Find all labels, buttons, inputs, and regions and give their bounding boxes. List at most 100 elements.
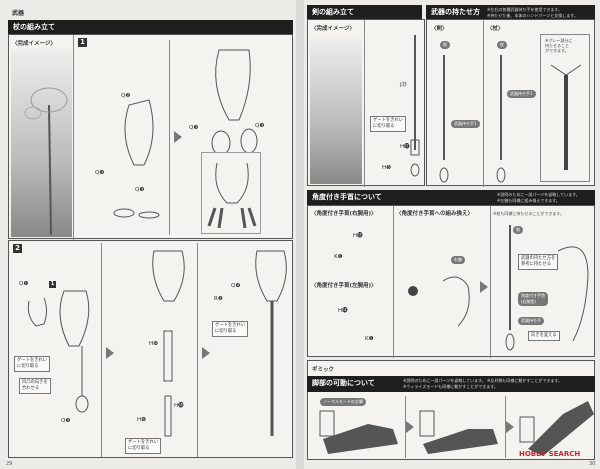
- grey-area-inset: ※グレー部分に 持たせること ができます。: [540, 34, 590, 182]
- wrist-note: ※説明のために一部パーツを省略しています。: [497, 192, 580, 197]
- swap-note: ※杖も同様に持たせることができます。: [493, 211, 564, 216]
- arrow-icon: [106, 347, 114, 359]
- divider: [483, 20, 484, 187]
- step2b-illustration: [152, 250, 185, 437]
- part-label: R❷: [214, 296, 223, 302]
- right-wrist-label: 〈角度付き手首(右腕用)〉: [311, 211, 377, 217]
- leg-movement-title: 脚部の可動について: [307, 376, 595, 392]
- left-wrist-label: 〈角度付き手首(左腕用)〉: [311, 283, 377, 289]
- wrist-title: 角度付き手首について: [307, 190, 595, 206]
- part-label: Q❶: [19, 281, 29, 287]
- divider: [169, 40, 170, 235]
- sword-hold-illustration: [439, 55, 449, 183]
- left-page: 武器 杖の組み立て 〈完成イメージ〉 1 Q❷ Q❸ Q❸ Q❸ Q❸ 2 1 …: [0, 0, 296, 469]
- page-number: 29: [6, 461, 13, 467]
- hand-pill: 武器持ち手1: [451, 120, 480, 128]
- arm-illustration: [408, 276, 470, 327]
- part-label: Q❸: [95, 170, 105, 176]
- gimmick-note: ※説明のために一部パーツを省略しています。 ※反対側も同様に動かすことができます…: [403, 378, 562, 383]
- holding-title: 武器の持たせ方: [426, 5, 595, 20]
- part-label: H❺: [382, 165, 392, 171]
- part-label: Q❸: [189, 125, 199, 131]
- watermark-logo: HOBBY SEARCH: [519, 450, 580, 458]
- callout-turn: 向きを変える: [528, 331, 560, 341]
- wrist-box: 〈角度付き手首(右腕用)〉 H⓭ K❶ 〈角度付き手首(左腕用)〉 H⓮ K❶ …: [307, 205, 595, 358]
- part-label: Q❸: [255, 123, 265, 129]
- sword-box: 〈完成イメージ〉 J㉕ H⓱ H❺ ゲートをきれい に切り取る: [307, 19, 425, 187]
- part-label: H❻: [137, 417, 147, 423]
- sword-assembly-title: 剣の組み立て: [307, 5, 422, 20]
- sword-illustration: [410, 35, 420, 177]
- part-label: Q❷: [121, 93, 131, 99]
- gimmick-heading: ギミック: [312, 367, 335, 373]
- step-number: 2: [13, 244, 22, 253]
- mode-pill: ノーマルモードの左脚: [320, 398, 366, 406]
- part-label: K❶: [365, 336, 374, 342]
- part-label: H⓭: [353, 233, 363, 239]
- step-number: 1: [78, 38, 87, 47]
- staff-hold-illustration: [496, 55, 506, 183]
- callout-gate: ゲートをきれい に切り取る: [14, 356, 51, 372]
- divider: [393, 206, 394, 358]
- part-label: K❶: [334, 254, 343, 260]
- detail-illustration: [207, 162, 257, 228]
- sword-label: 〈剣〉: [431, 26, 448, 32]
- right-arm-pill: 右腕: [451, 256, 465, 264]
- staff-grey-illustration: [550, 64, 582, 170]
- completion-label: 〈完成イメージ〉: [311, 26, 355, 32]
- wrist-pill: 角度付き手首 (右腕用): [518, 292, 548, 306]
- sword-pill: 剣: [440, 41, 450, 49]
- arrow-icon: [202, 347, 210, 359]
- swap-label: 〈角度付き手首への組み換え〉: [396, 211, 474, 217]
- step1-box: 〈完成イメージ〉 1 Q❷ Q❸ Q❸ Q❸ Q❸: [8, 34, 293, 240]
- watermark-text: HOBBY SEARCH: [519, 450, 581, 458]
- leg-illustration-3: [519, 401, 594, 456]
- completion-label: 〈完成イメージ〉: [12, 41, 56, 47]
- divider: [490, 206, 491, 358]
- arm-wrist-illustration: [557, 246, 589, 342]
- page-number: 30: [589, 461, 596, 467]
- right-page: 剣の組み立て 〈完成イメージ〉 J㉕ H⓱ H❺ ゲートをきれい に切り取る 武…: [304, 0, 600, 469]
- arrow-icon: [506, 421, 514, 433]
- staff-label: 〈杖〉: [487, 26, 504, 32]
- step-ref: 1: [49, 281, 56, 288]
- arrow-icon: [480, 281, 488, 293]
- staff-illustration: [24, 87, 68, 235]
- arrow-icon: [406, 421, 414, 433]
- gimmick-note: ※ウィライズモードも同様に動かすことができます。: [403, 384, 498, 389]
- sword-wrist-illustration: [505, 225, 515, 351]
- part-label: H⓲: [174, 403, 184, 409]
- grey-area-note: ※グレー部分に 持たせること ができます。: [545, 38, 573, 53]
- divider: [101, 243, 102, 457]
- section-heading: 武器: [12, 10, 25, 17]
- part-label: Q❸: [135, 187, 145, 193]
- divider: [364, 20, 365, 187]
- step2-box: 2 1 Q❶ ゲートをきれい に切り取る 凹凸の向きを 合わせる Q❺ H❿ H…: [8, 240, 293, 458]
- callout-reference: 武器の持たせ方を 参考に持たせる: [518, 254, 559, 270]
- staff-pill: 杖: [497, 41, 507, 49]
- part-label: H⓱: [400, 144, 410, 150]
- part-label: H❿: [149, 341, 159, 347]
- holding-note: ※左右の各種武器持ち手を使用できます。: [487, 7, 562, 12]
- head-part-illustration: [113, 99, 160, 219]
- arrow-icon: [174, 131, 182, 143]
- detail-inset: [201, 152, 261, 234]
- divider: [73, 35, 74, 240]
- completion-photo: [11, 49, 72, 237]
- callout-gate: ゲートをきれい に切り取る: [212, 321, 249, 337]
- callout-gate: ゲートをきれい に切り取る: [125, 438, 162, 454]
- holding-box: 〈剣〉 〈杖〉 剣 武器持ち手1 杖 武器持ち手1 ※グレー部分に 持たせること…: [426, 19, 595, 187]
- part-label: Q❹: [231, 283, 241, 289]
- part-label: Q❺: [61, 418, 71, 424]
- step2c-illustration: [255, 250, 287, 436]
- sword-pill: 剣: [513, 226, 523, 234]
- staff-assembly-title: 杖の組み立て: [8, 20, 293, 35]
- holding-note: ※持たせた後、本体のハンドパーツと交換します。: [487, 13, 578, 18]
- callout-gate: ゲートをきれい に切り取る: [370, 116, 407, 132]
- divider: [405, 396, 406, 458]
- callout-align: 凹凸の向きを 合わせる: [19, 378, 51, 394]
- leg-illustration-2: [419, 410, 498, 454]
- part-label: J㉕: [400, 82, 408, 88]
- step2a-illustration: [27, 290, 90, 413]
- holder-pill: 武器持ち手: [518, 317, 544, 325]
